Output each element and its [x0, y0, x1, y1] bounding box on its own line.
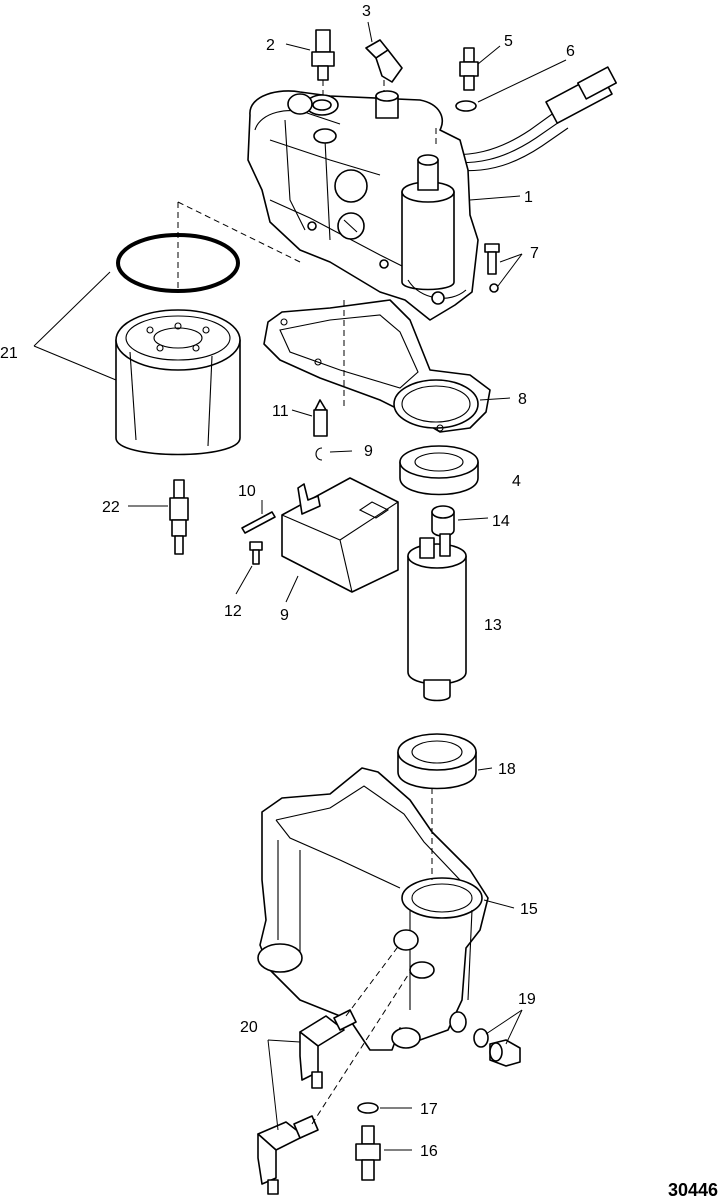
label-3: 3: [362, 3, 371, 20]
document-number: 30446: [668, 1180, 718, 1200]
label-21: 21: [0, 345, 18, 362]
label-9-bracket: 9: [280, 607, 289, 624]
label-16: 16: [420, 1143, 438, 1160]
label-19: 19: [518, 991, 536, 1008]
part-6-o-ring: [455, 100, 477, 112]
wire-harness: [425, 66, 618, 172]
part-5-fitting: [459, 47, 479, 91]
part-12-screw: [249, 541, 263, 565]
label-15: 15: [520, 901, 538, 918]
label-11: 11: [272, 403, 289, 420]
label-2: 2: [266, 37, 275, 54]
label-20: 20: [240, 1019, 258, 1036]
label-12: 12: [224, 603, 242, 620]
part-11-valve: [313, 399, 328, 437]
label-18: 18: [498, 761, 516, 778]
label-17: 17: [420, 1101, 438, 1118]
part-14-bushing: [431, 505, 455, 537]
label-8: 8: [518, 391, 527, 408]
label-4: 4: [512, 473, 521, 490]
part-9-clip: [315, 447, 323, 461]
part-20-elbow-fittings: [257, 943, 411, 1195]
part-15-bowl: [257, 767, 489, 1051]
alignment-lines: [177, 128, 437, 408]
part-2-fitting: [311, 29, 335, 100]
label-5: 5: [504, 33, 513, 50]
part-21-filter-element: [115, 233, 241, 456]
part-22-probe: [169, 479, 189, 555]
part-17-o-ring: [357, 1102, 379, 1114]
leader-lines: [33, 21, 567, 1151]
label-6: 6: [566, 43, 575, 60]
label-14: 14: [492, 513, 510, 530]
part-16-drain-fitting: [355, 1125, 381, 1181]
part-19-plug: [473, 1028, 521, 1067]
part-13-fuel-pump: [407, 533, 467, 702]
part-9-float-bracket: [281, 477, 399, 593]
label-1: 1: [524, 189, 533, 206]
part-18-seal-ring: [397, 733, 477, 790]
label-9-clip: 9: [364, 443, 373, 460]
label-7: 7: [530, 245, 539, 262]
part-3-elbow-fitting: [365, 39, 403, 98]
label-10: 10: [238, 483, 256, 500]
part-4-seal: [399, 445, 479, 496]
part-8-gasket: [263, 299, 491, 433]
label-13: 13: [484, 617, 502, 634]
part-1-filter-housing: [247, 90, 479, 321]
part-10-pin: [241, 511, 276, 534]
part-7-screws: [484, 243, 500, 293]
label-22: 22: [102, 499, 120, 516]
